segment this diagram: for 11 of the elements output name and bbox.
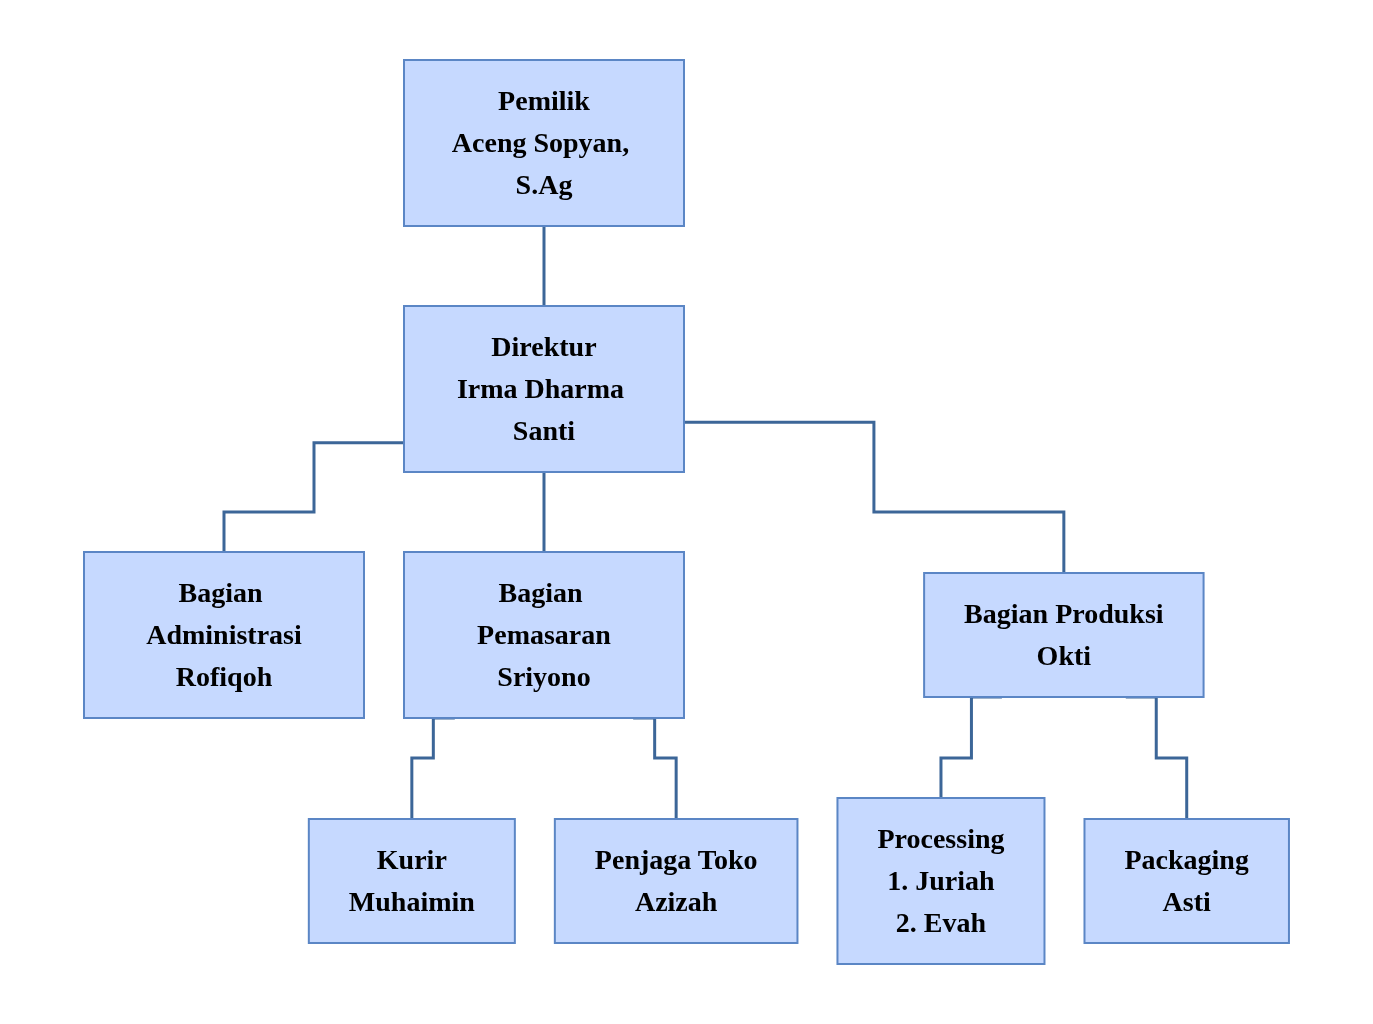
- node-box: Kurir Muhaimin: [307, 818, 516, 944]
- connector: [684, 420, 1066, 575]
- node-box: Direktur Irma Dharma Santi: [403, 305, 685, 473]
- connector: [222, 441, 404, 554]
- node-box: Penjaga Toko Azizah: [553, 818, 799, 944]
- node-box: Pemilik Aceng Sopyan, S.Ag: [403, 59, 685, 227]
- node-box: Bagian Produksi Okti: [923, 572, 1205, 698]
- node-box: Packaging Asti: [1083, 818, 1290, 944]
- node-box: Bagian Pemasaran Sriyono: [403, 551, 685, 719]
- node-box: Bagian Administrasi Rofiqoh: [83, 551, 365, 719]
- node-box: Processing 1. Juriah 2. Evah: [836, 797, 1046, 965]
